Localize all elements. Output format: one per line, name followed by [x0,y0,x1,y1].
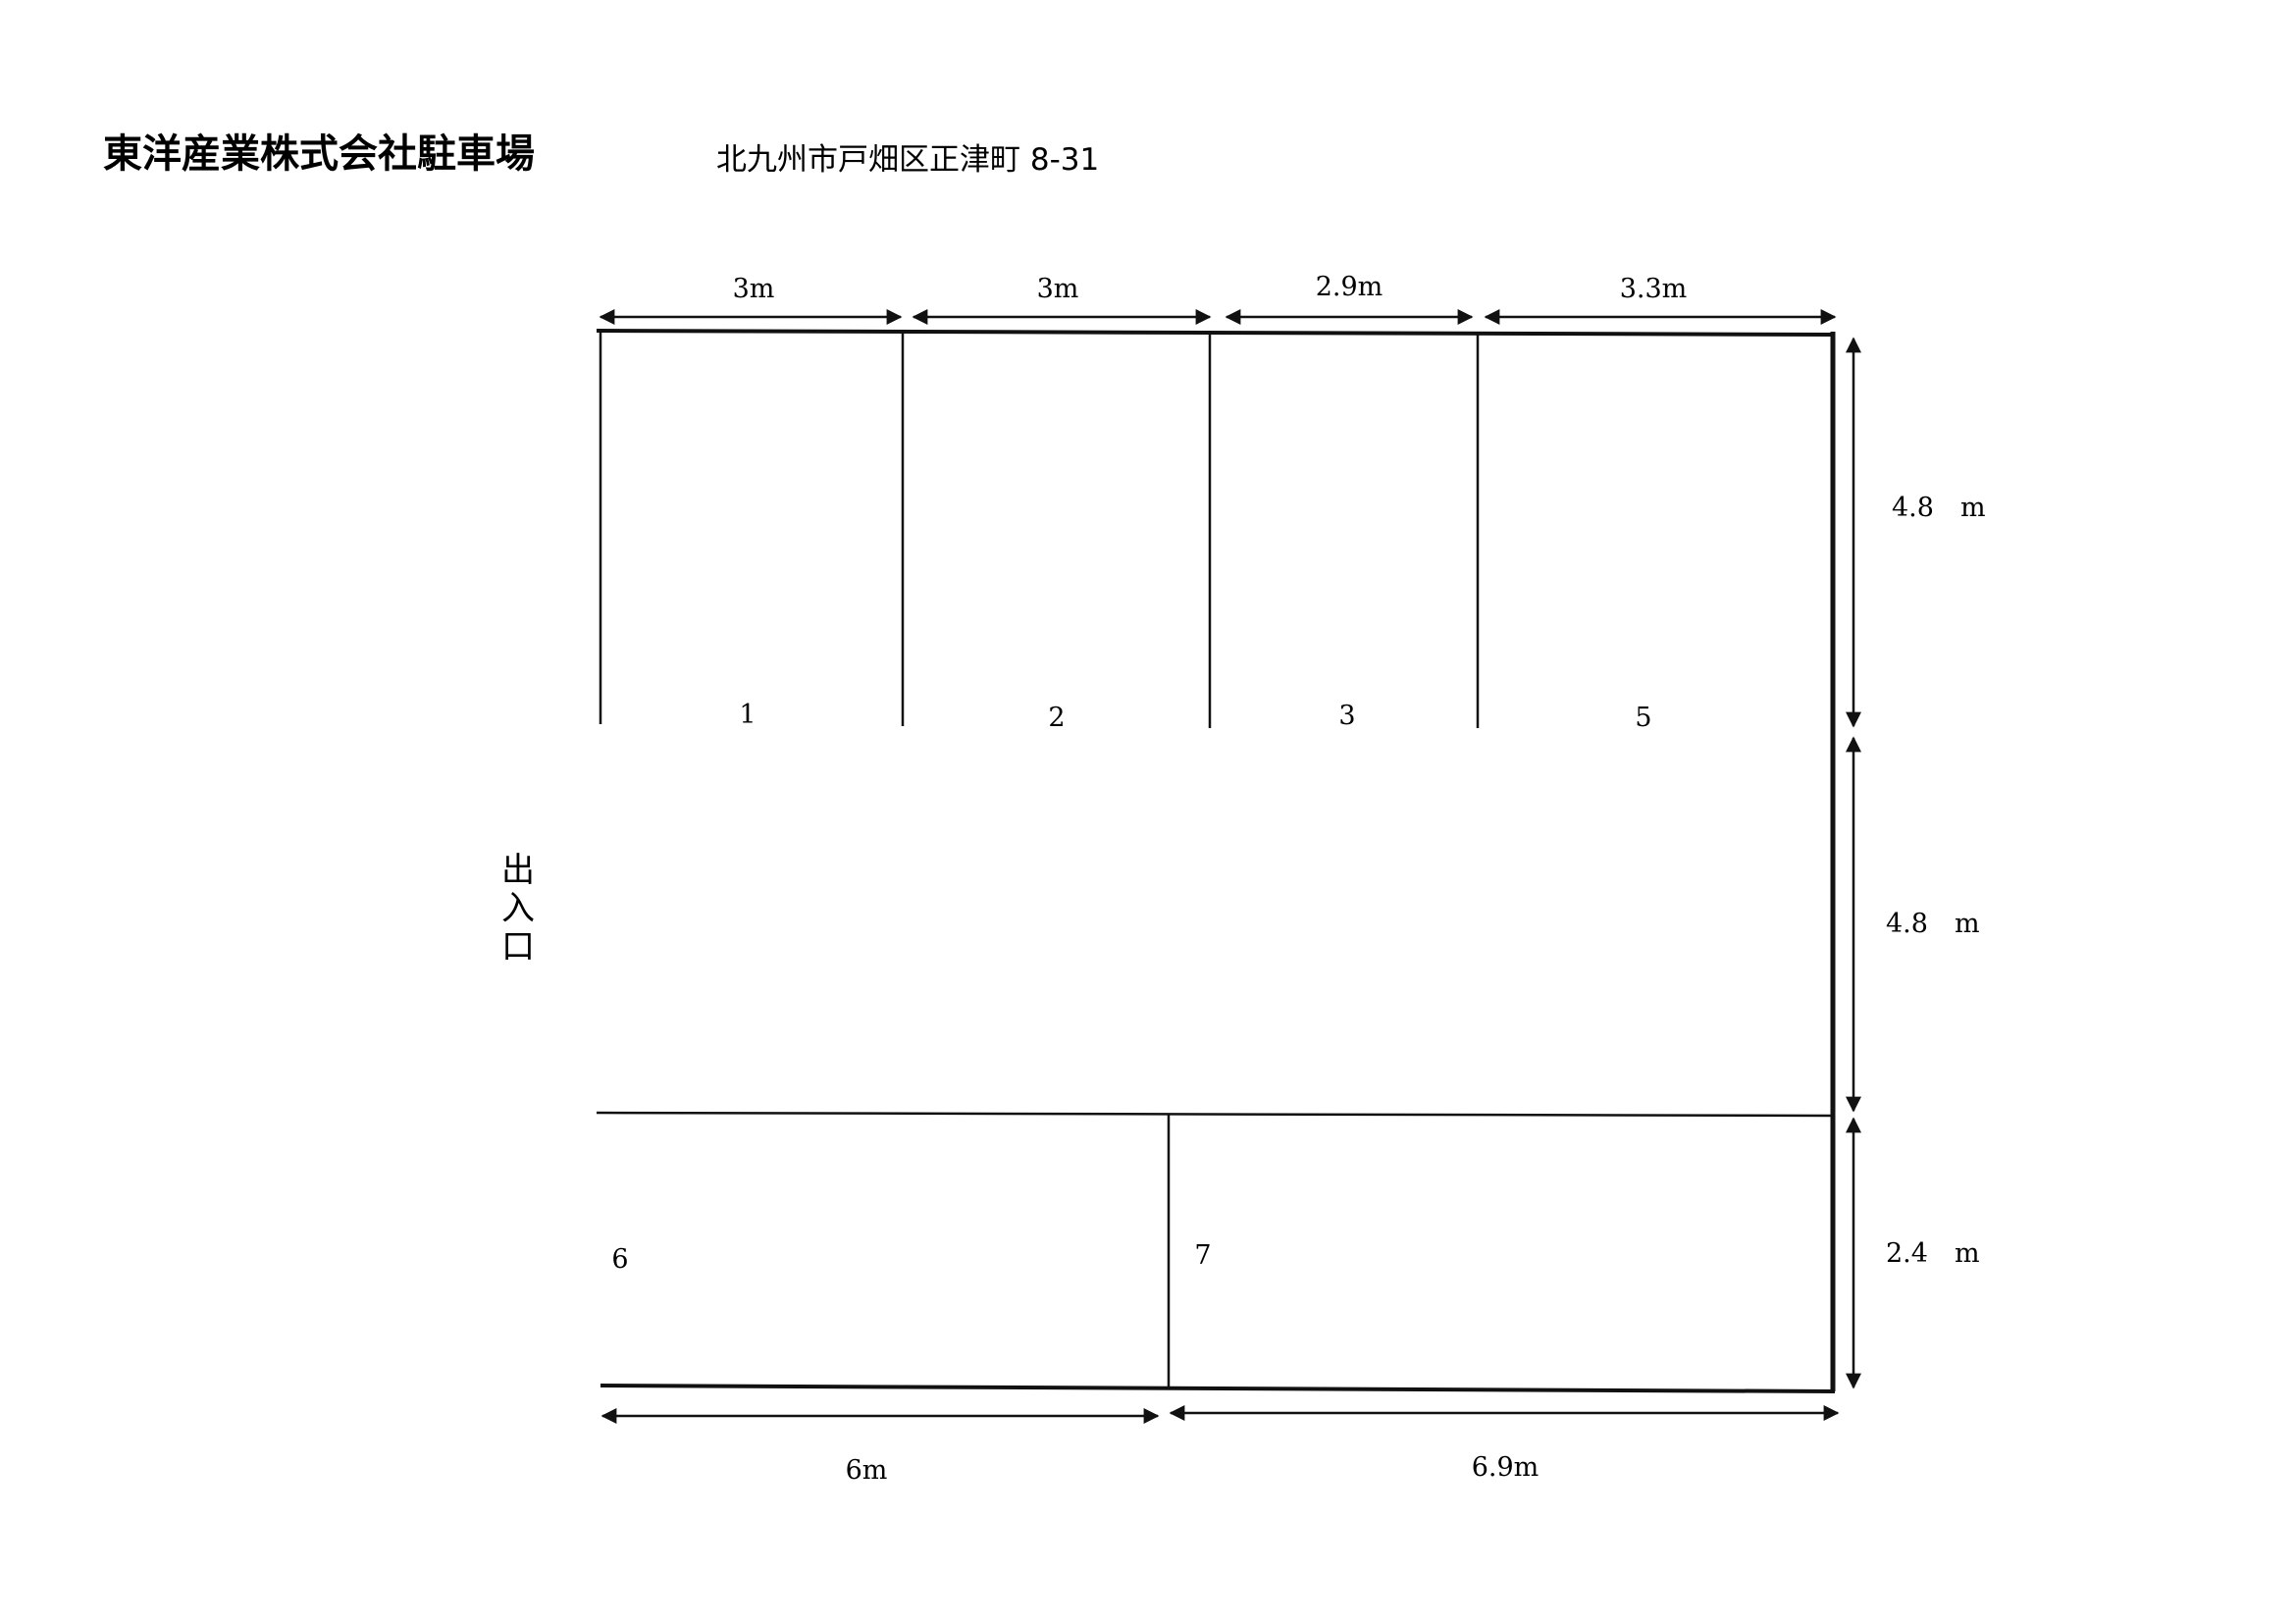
top-boundary-line [596,329,1836,337]
lot-lines [596,329,1836,1393]
spot-label-5: 5 [1635,703,1651,733]
dimension-arrows [599,309,1861,1424]
spot-label-3: 3 [1338,701,1355,731]
dim-label-right-3: 2.4 m [1886,1238,1980,1269]
spot-label-6: 6 [611,1244,628,1275]
spot-label-2: 2 [1048,703,1065,733]
lower-row-line [596,1111,1836,1118]
dim-label-bottom-1: 6m [846,1455,888,1486]
dim-label-right-1: 4.8 m [1892,493,1986,523]
address: 北九州市戸畑区正津町 8-31 [716,142,1099,178]
bottom-boundary-line [600,1384,1836,1393]
spot-label-1: 1 [739,700,756,730]
spot-label-7: 7 [1194,1240,1211,1271]
page-title: 東洋産業株式会社駐車場 [103,131,535,177]
dim-label-top-3: 2.9m [1316,272,1383,302]
dim-label-bottom-2: 6.9m [1472,1452,1539,1483]
dim-label-top-4: 3.3m [1620,274,1688,304]
entrance-char-1: 出 [501,851,535,890]
dim-label-top-2: 3m [1037,274,1079,304]
entrance-char-3: 口 [501,927,535,967]
entrance-label: 出 入 口 [501,851,535,967]
dim-label-top-1: 3m [733,274,775,304]
entrance-char-2: 入 [501,889,535,928]
dim-label-right-2: 4.8 m [1886,909,1980,939]
